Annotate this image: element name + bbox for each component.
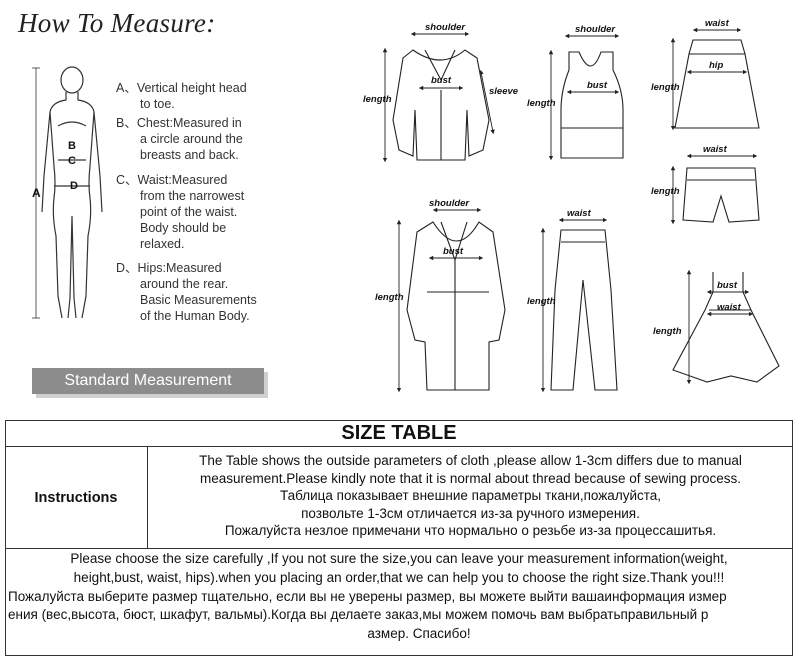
skirt-waist-label: waist — [705, 18, 730, 29]
blouse-sleeve-label: sleeve — [489, 86, 519, 97]
dress-waist-label: waist — [717, 302, 742, 313]
skirt-length-label: length — [651, 82, 680, 93]
size-table — [5, 420, 793, 656]
how-to-measure-title: How To Measure: — [18, 8, 216, 38]
shorts-waist-label: waist — [703, 144, 728, 155]
label-d: D — [70, 180, 78, 192]
coat-shoulder-label: shoulder — [429, 198, 470, 209]
instructions-label: Instructions — [5, 447, 148, 548]
table-row-divider — [5, 548, 793, 549]
skirt-hip-label: hip — [709, 60, 723, 71]
blouse-length-label: length — [363, 94, 392, 105]
label-b: B — [68, 140, 76, 152]
pants-length-label: length — [527, 296, 556, 307]
size-advice-text: Please choose the size carefully ,If you… — [8, 551, 728, 642]
body-figure-illustration — [32, 66, 103, 319]
vest-bust-label: bust — [587, 80, 608, 91]
standard-measurement-label: Standard Measurement — [32, 368, 264, 394]
dress-bust-label: bust — [717, 280, 738, 291]
instructions-text: The Table shows the outside parameters o… — [199, 453, 742, 538]
label-c: C — [68, 155, 76, 167]
garment-measurement-diagrams: shoulder bust sleeve length shoulder bus… — [363, 18, 780, 393]
coat-length-label: length — [375, 292, 404, 303]
label-a: A — [32, 186, 41, 200]
pants-waist-label: waist — [567, 208, 592, 219]
vest-shoulder-label: shoulder — [575, 24, 616, 35]
shorts-length-label: length — [651, 186, 680, 197]
blouse-bust-label: bust — [431, 75, 452, 86]
size-table-title: SIZE TABLE — [5, 420, 793, 447]
dress-length-label: length — [653, 326, 682, 337]
blouse-shoulder-label: shoulder — [425, 22, 466, 33]
coat-bust-label: bust — [443, 246, 464, 257]
vest-length-label: length — [527, 98, 556, 109]
